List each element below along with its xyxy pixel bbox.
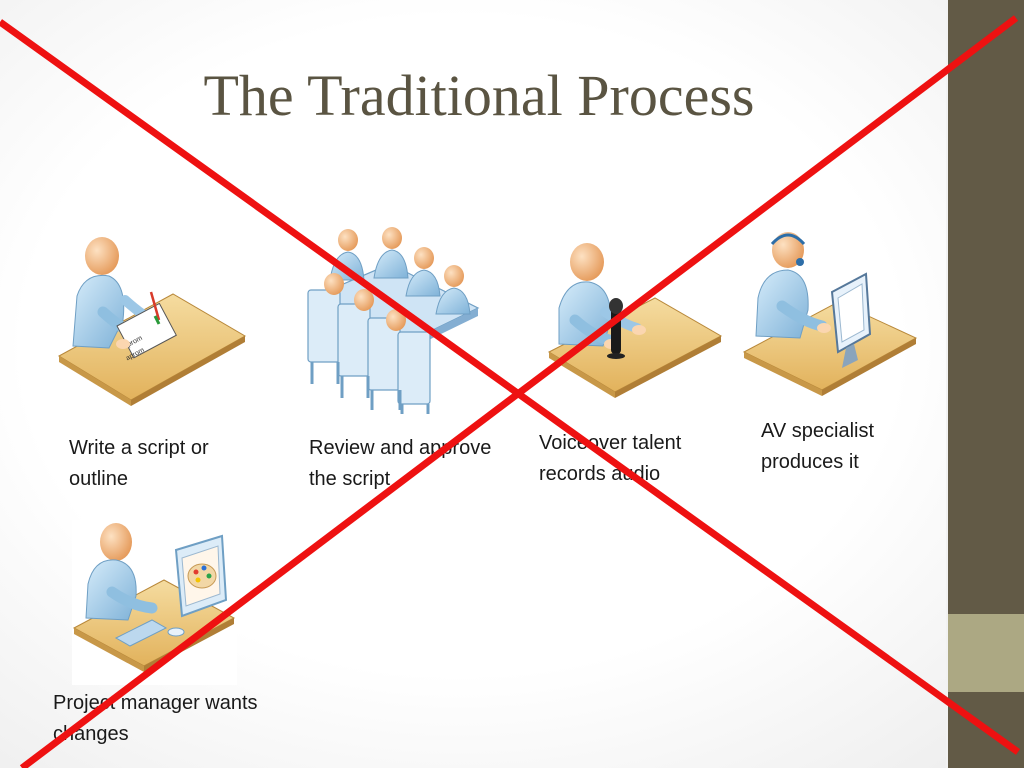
person-writing-at-desk-icon: ɯoɹdɐ ɯoɹdɐ [57,237,247,406]
sidebar-accent-block [948,614,1024,692]
person-with-paint-monitor-icon [72,520,237,685]
caption-project-manager: Project manager wants changes [53,692,258,745]
person-with-headset-monitor-icon [742,232,918,396]
slide-title: The Traditional Process [203,63,755,128]
caption-voiceover: Voiceover talent records audio [539,432,682,485]
caption-review-approve: Review and approve the script [309,437,492,490]
caption-write-script: Write a script or outline [69,437,209,490]
meeting-table-group-icon [307,227,480,414]
person-with-microphone-icon [547,243,723,398]
caption-av-specialist: AV specialist produces it [761,420,875,473]
